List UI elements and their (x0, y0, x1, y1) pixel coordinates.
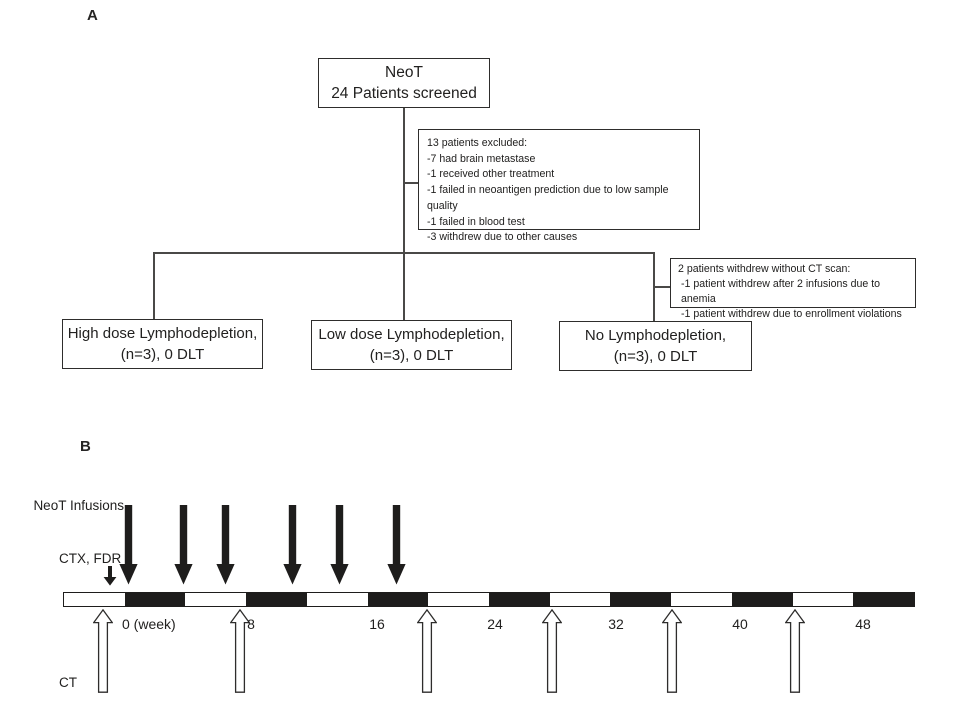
arm-box-low-dose: Low dose Lymphodepletion, (n=3), 0 DLT (311, 320, 512, 370)
ct-scan-arrow-icon (230, 609, 250, 693)
cycle-segment-dark (489, 593, 550, 606)
week-tick-label: 24 (487, 616, 503, 632)
arm-box-no-lymphodepletion: No Lymphodepletion, (n=3), 0 DLT (559, 321, 752, 371)
withdrawn-box: 2 patients withdrew without CT scan: -1 … (670, 258, 916, 320)
week-tick-label: 8 (247, 616, 255, 632)
cycle-segment-light (671, 593, 732, 606)
arm-high-line1: High dose Lymphodepletion, (67, 324, 258, 342)
cycle-segment-dark (367, 593, 429, 606)
week-tick-label: 48 (855, 616, 871, 632)
infusion-arrow-icon (386, 505, 406, 585)
arm-low-line2: (n=3), 0 DLT (369, 347, 454, 364)
arm-low-line1: Low dose Lymphodepletion, (318, 325, 505, 343)
arm-no-line2: (n=3), 0 DLT (613, 348, 698, 365)
cycle-segment-dark (246, 593, 307, 606)
cycle-segment-light (792, 593, 854, 606)
cycle-segment-dark (853, 593, 915, 606)
ct-scan-arrow-icon (785, 609, 805, 693)
flow-line-branch-horizontal (153, 252, 655, 254)
week-tick-label: 40 (732, 616, 748, 632)
withdrawn-item-1: -1 patient withdrew after 2 infusions du… (681, 278, 881, 305)
flow-line-vertical-main (403, 108, 405, 320)
flow-line-to-excluded-box (404, 182, 419, 184)
arm-high-line2: (n=3), 0 DLT (120, 346, 205, 363)
infusion-arrow-icon (173, 505, 193, 585)
excluded-item-4: -1 failed in blood test (427, 215, 525, 228)
ct-row-label: CT (59, 675, 77, 690)
lymphodepletion-row-label: CTX, FDR (59, 551, 122, 566)
arm-box-high-dose: High dose Lymphodepletion, (n=3), 0 DLT (62, 319, 263, 369)
infusion-arrow-icon (118, 505, 138, 585)
excluded-item-3: -1 failed in neoantigen prediction due t… (427, 184, 669, 212)
cycle-segment-light (64, 593, 125, 606)
excluded-item-2: -1 received other treatment (427, 168, 555, 181)
study-timeline-bar (63, 592, 915, 607)
cycle-segment-dark (731, 593, 793, 606)
cycle-segment-light (306, 593, 368, 606)
infusion-arrow-icon (329, 505, 349, 585)
week-tick-label: 16 (369, 616, 385, 632)
cycle-segment-light (549, 593, 611, 606)
cycle-segment-dark (610, 593, 672, 606)
excluded-item-1: -7 had brain metastase (427, 152, 536, 165)
screened-line1: NeoT (385, 63, 423, 81)
ct-scan-arrow-icon (662, 609, 682, 693)
infusion-arrow-icon (282, 505, 302, 585)
excluded-box: 13 patients excluded: -7 had brain metas… (418, 129, 700, 243)
withdrawn-item-2: -1 patient withdrew due to enrollment vi… (681, 308, 902, 320)
ctx-fdr-arrow-icon (103, 566, 117, 586)
screened-box: NeoT 24 Patients screened (318, 58, 490, 108)
arm-no-line1: No Lymphodepletion, (584, 326, 727, 344)
week-tick-label: 0 (week) (122, 616, 176, 632)
cycle-segment-light (185, 593, 247, 606)
flow-line-drop-left-arm (153, 252, 155, 320)
panel-b-label: B (80, 438, 91, 455)
excluded-item-5: -3 withdrew due to other causes (427, 231, 578, 244)
ct-scan-arrow-icon (542, 609, 562, 693)
cycle-segment-light (428, 593, 490, 606)
ct-scan-arrow-icon (417, 609, 437, 693)
infusions-row-label: NeoT Infusions (33, 498, 124, 513)
flow-line-to-withdrawn-box (654, 286, 670, 288)
withdrawn-title: 2 patients withdrew without CT scan: (678, 263, 851, 275)
ct-scan-arrow-icon (93, 609, 113, 693)
infusion-arrow-icon (215, 505, 235, 585)
excluded-title: 13 patients excluded: (427, 137, 528, 149)
flow-line-drop-right-arm (653, 252, 655, 322)
cycle-segment-dark (124, 593, 186, 606)
panel-a-label: A (87, 7, 98, 24)
week-tick-label: 32 (608, 616, 624, 632)
screened-line2: 24 Patients screened (331, 85, 477, 102)
